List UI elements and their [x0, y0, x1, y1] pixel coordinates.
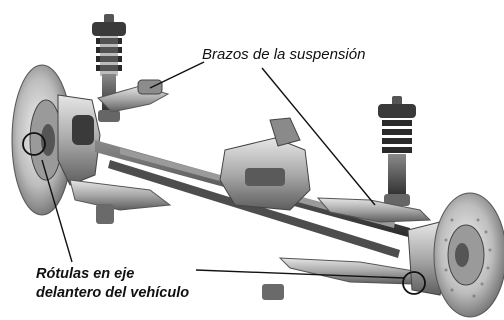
ball-joints-label: Rótulas en eje delantero del vehículo: [36, 265, 189, 303]
arm-callout-line-right: [261, 67, 376, 206]
steering-gearbox: [219, 117, 311, 211]
callout-lines: [41, 61, 405, 279]
ball-joints-label-line2: delantero del vehículo: [36, 285, 190, 301]
joint-callout-line-right: [195, 269, 405, 279]
arm-callout-line-left: [149, 61, 205, 89]
suspension-arms-label: Brazos de la suspensión: [202, 46, 366, 63]
left-lower-arm: [69, 179, 172, 224]
joint-callout-line-left: [41, 159, 73, 263]
right-shock-absorber: [378, 96, 416, 206]
right-lower-arm: [262, 257, 421, 300]
right-upper-arm: [316, 197, 432, 223]
right-ball-joint-marker: [402, 271, 426, 295]
left-shock-absorber: [92, 14, 126, 122]
ball-joints-label-line1: Rótulas en eje: [36, 266, 135, 282]
left-steering-knuckle: [57, 94, 101, 186]
ball-joint-markers: [22, 132, 426, 295]
left-upper-arm: [97, 79, 170, 113]
right-brake-disc: [433, 192, 504, 318]
left-ball-joint-marker: [22, 132, 46, 156]
